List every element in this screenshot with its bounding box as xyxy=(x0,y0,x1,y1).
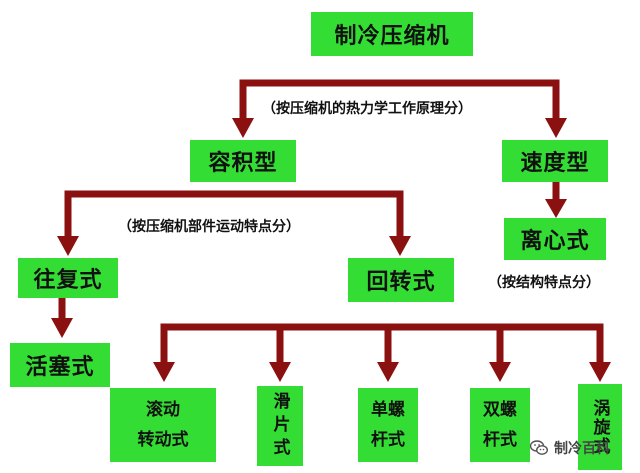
twin-screw-line-1: 双螺 xyxy=(483,400,517,420)
piston-label: 活塞式 xyxy=(25,355,95,380)
single-screw-line-1: 单螺 xyxy=(371,400,405,420)
velocity-node: 速度型 xyxy=(502,140,608,182)
scroll-node: 涡旋式 xyxy=(578,384,622,470)
watermark-text: 制冷百科 xyxy=(554,441,610,457)
rolling-rotor-node: 滚动 转动式 xyxy=(110,388,216,462)
note-thermo-principle: （按压缩机的热力学工作原理分） xyxy=(262,101,472,117)
wechat-icon xyxy=(529,440,549,456)
twin-screw-line-2: 杆式 xyxy=(483,430,517,450)
scroll-label: 涡旋式 xyxy=(589,398,610,456)
rolling-rotor-line-1: 滚动 xyxy=(146,400,180,420)
rotary-label: 回转式 xyxy=(366,270,436,295)
single-screw-node: 单螺 杆式 xyxy=(358,388,418,462)
watermark: 制冷百科 xyxy=(529,438,610,458)
note-structure: （按结构特点分） xyxy=(488,275,600,291)
root-node: 制冷压缩机 xyxy=(311,12,473,56)
piston-node: 活塞式 xyxy=(10,343,110,387)
centrifugal-node: 离心式 xyxy=(504,218,606,260)
single-screw-line-2: 杆式 xyxy=(371,430,405,450)
rolling-rotor-line-2: 转动式 xyxy=(137,430,189,450)
positive-displacement-label: 容积型 xyxy=(208,151,278,176)
note-part-motion: （按压缩机部件运动特点分） xyxy=(118,219,300,235)
root-label: 制冷压缩机 xyxy=(334,24,450,49)
centrifugal-label: 离心式 xyxy=(520,229,590,254)
velocity-label: 速度型 xyxy=(520,151,590,176)
positive-displacement-node: 容积型 xyxy=(190,140,296,182)
sliding-vane-label: 滑片式 xyxy=(269,391,290,461)
reciprocating-label: 往复式 xyxy=(33,268,103,293)
twin-screw-node: 双螺 杆式 xyxy=(470,388,530,462)
reciprocating-node: 往复式 xyxy=(18,258,118,298)
rotary-node: 回转式 xyxy=(348,258,454,302)
sliding-vane-node: 滑片式 xyxy=(257,386,303,466)
